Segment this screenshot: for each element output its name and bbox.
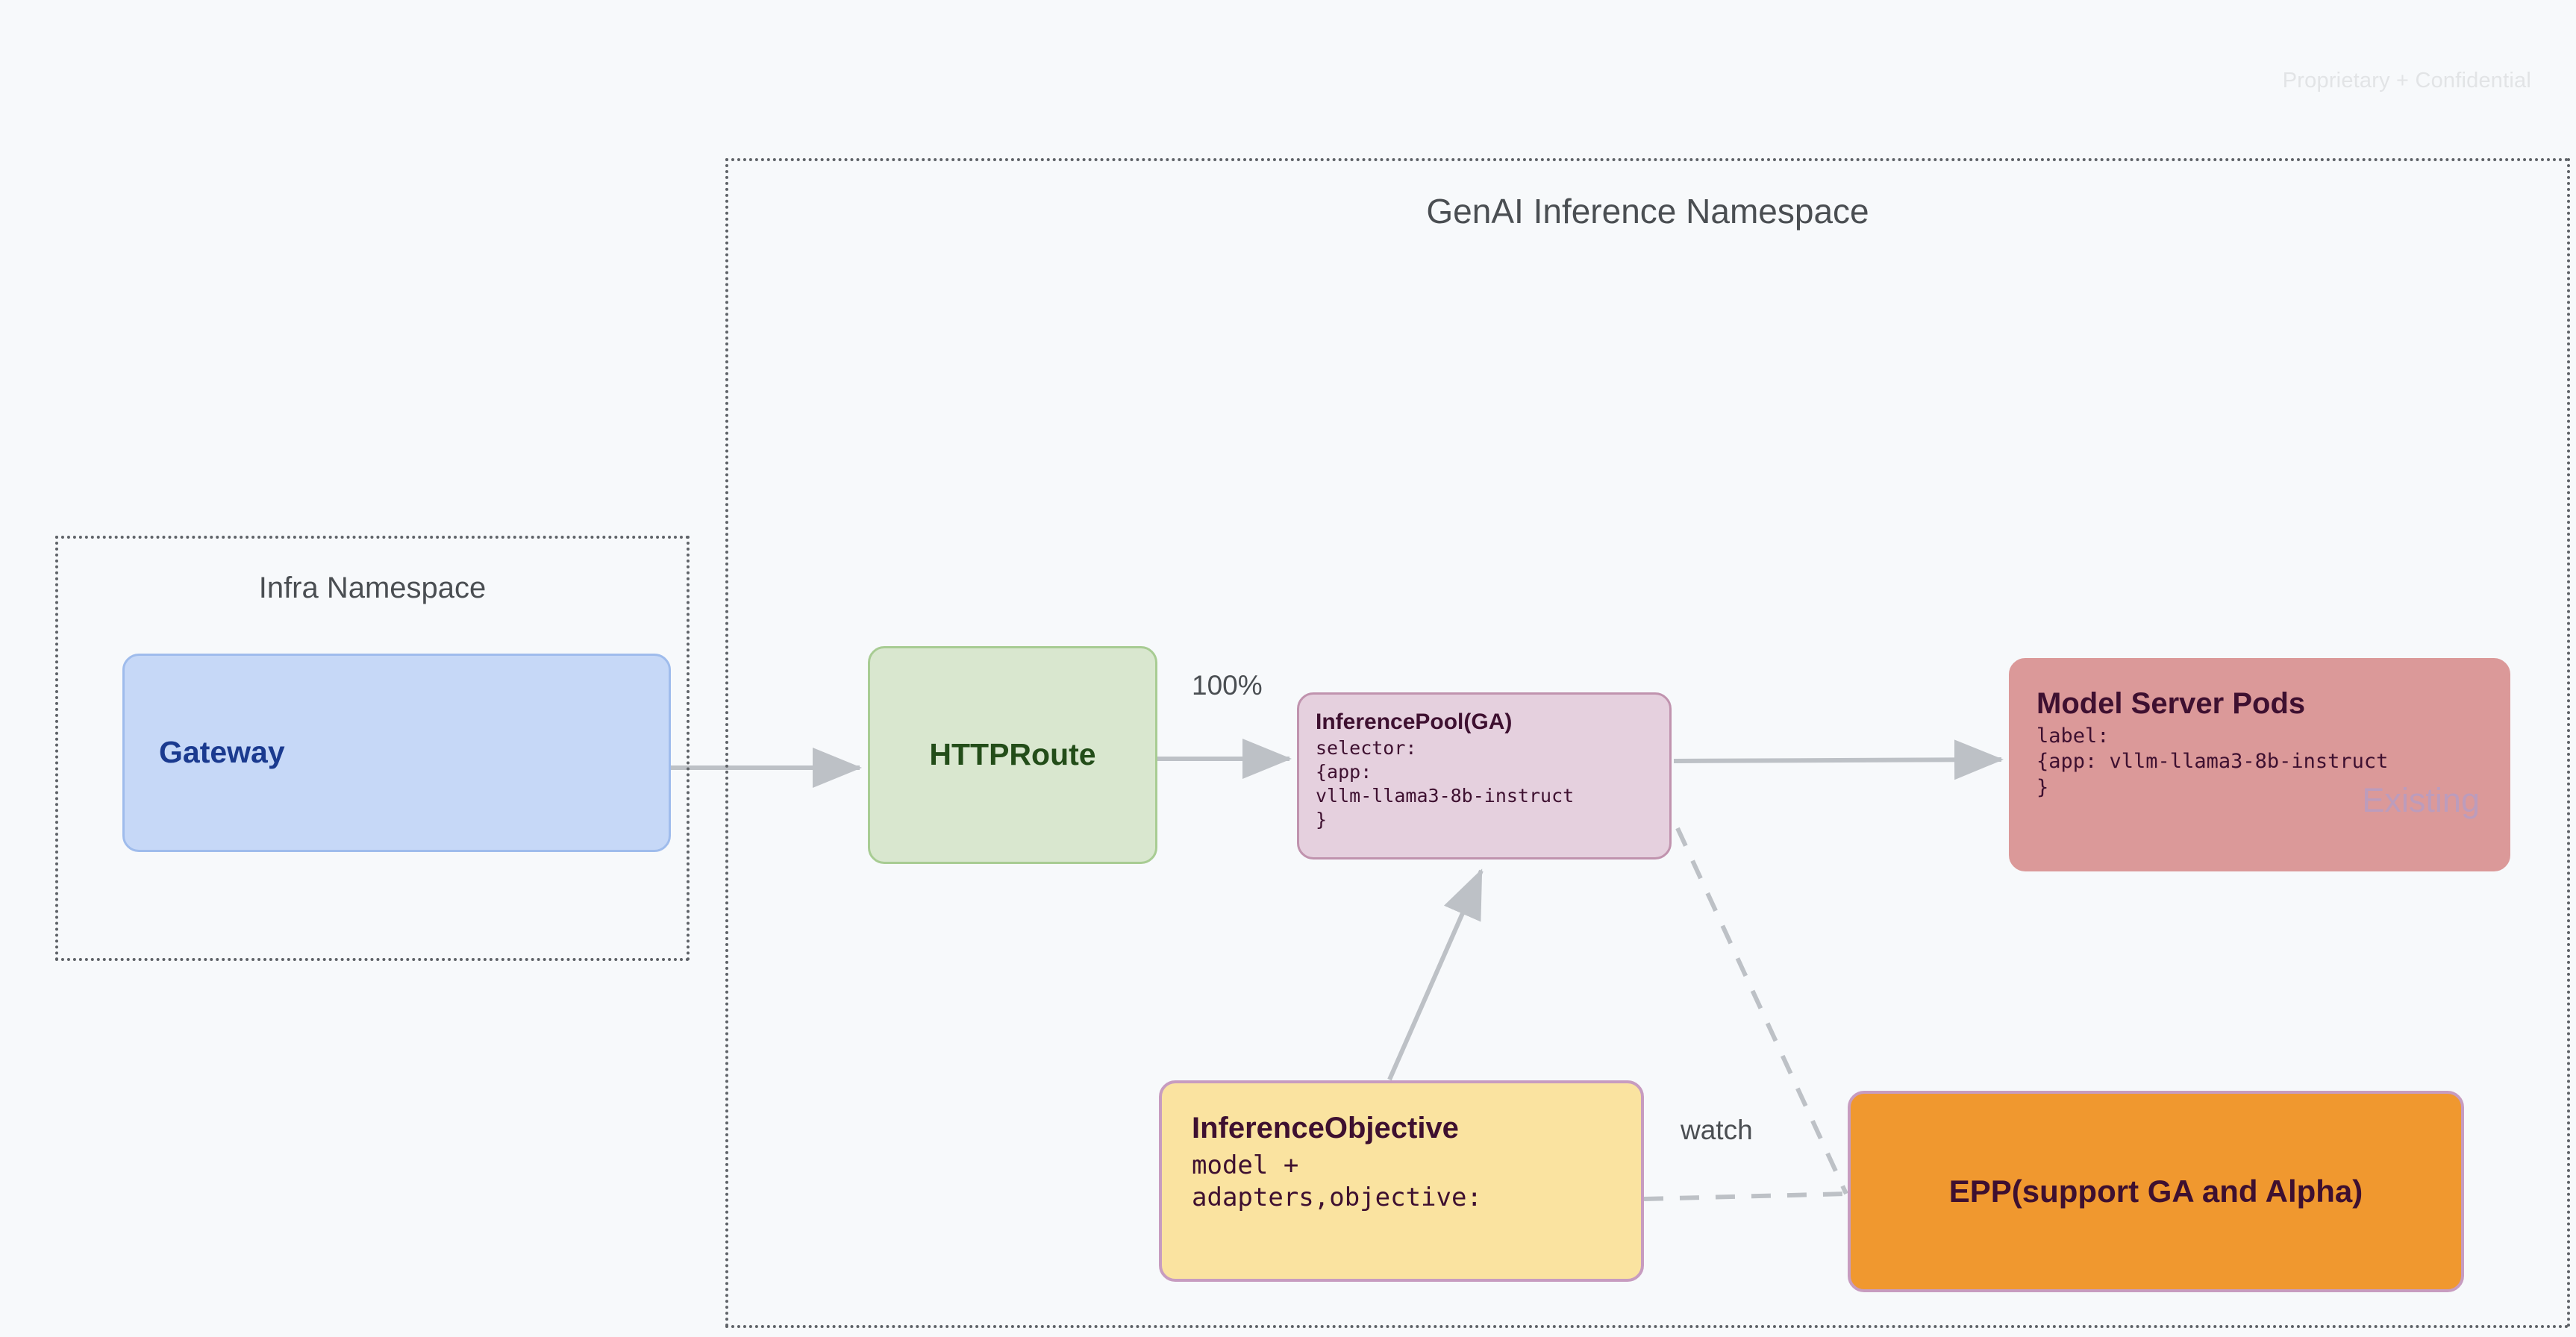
namespace-infra-title: Infra Namespace [258,572,487,604]
epp-title: EPP(support GA and Alpha) [1948,1174,2363,1209]
proprietary-watermark: Proprietary + Confidential [2282,69,2531,93]
node-inference-pool[interactable]: InferencePool(GA) selector: {app: vllm-l… [1297,692,1672,860]
model-server-pods-body: label: {app: vllm-llama3-8b-instruct } [2036,724,2389,799]
gateway-title: Gateway [159,735,285,770]
inference-objective-body: model + adapters,objective: [1192,1150,1482,1213]
node-httproute[interactable]: HTTPRoute [868,646,1157,864]
inference-objective-title: InferenceObjective [1192,1112,1459,1145]
inference-pool-body: selector: {app: vllm-llama3-8b-instruct … [1316,736,1575,830]
node-model-server-pods[interactable]: Model Server Pods label: {app: vllm-llam… [2009,658,2510,871]
namespace-genai-inference: GenAI Inference Namespace [725,158,2570,1328]
namespace-genai-title: GenAI Inference Namespace [1426,192,1869,231]
node-epp[interactable]: EPP(support GA and Alpha) [1848,1091,2464,1292]
edge-label-watch: watch [1681,1115,1753,1145]
inference-pool-title: InferencePool(GA) [1316,710,1513,734]
namespace-infra: Infra Namespace [55,536,690,961]
node-gateway[interactable]: Gateway [122,654,671,852]
httproute-title: HTTPRoute [929,737,1096,772]
node-inference-objective[interactable]: InferenceObjective model + adapters,obje… [1159,1080,1644,1282]
edge-label-traffic-weight: 100% [1192,670,1263,701]
model-server-pods-title: Model Server Pods [2036,687,2306,720]
existing-stamp: Existing [2362,781,2480,819]
